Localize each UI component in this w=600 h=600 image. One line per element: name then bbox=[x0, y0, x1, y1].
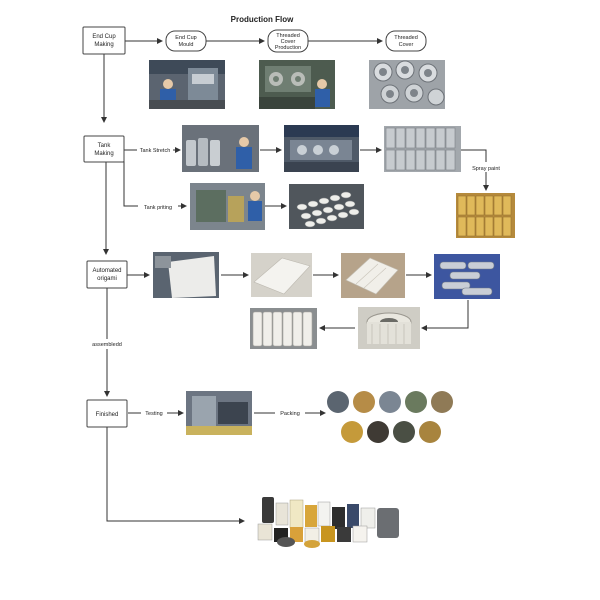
packing-photo-4 bbox=[405, 391, 427, 413]
node-line: Threaded bbox=[394, 35, 418, 41]
photo-tank-printing bbox=[190, 183, 265, 230]
photo-tank-stretch-2 bbox=[284, 125, 359, 172]
node-line: Making bbox=[94, 42, 113, 48]
node-line: Finished bbox=[96, 412, 119, 418]
node-automated-origami: Automated origami bbox=[86, 260, 128, 289]
packing-photo-1 bbox=[327, 391, 349, 413]
photo-filter-element bbox=[358, 307, 420, 349]
packing-photo-5 bbox=[431, 391, 453, 413]
node-threaded-cover-production: Threaded Cover Production bbox=[267, 29, 309, 53]
label-tank-stretch: Tank Stretch bbox=[140, 148, 171, 154]
photo-pleated-paper bbox=[341, 253, 405, 298]
arrow-final-products bbox=[106, 427, 245, 524]
edge-labels: Tank Stretch Tank priting Spray paint as… bbox=[88, 144, 503, 418]
node-end-cup-mould: End Cup Mould bbox=[165, 30, 207, 52]
photo-finished-filters bbox=[257, 497, 399, 548]
packing-photos bbox=[327, 391, 453, 443]
packing-photo-9 bbox=[419, 421, 441, 443]
arrow-spray-paint bbox=[461, 149, 489, 191]
photo-painted-tanks bbox=[456, 193, 515, 238]
node-line: Cover bbox=[281, 39, 296, 45]
node-finished: Finished bbox=[86, 399, 128, 428]
photo-tank-stretch-1 bbox=[182, 125, 259, 172]
photo-tank-stack bbox=[384, 126, 461, 172]
photo-paper-roll bbox=[153, 252, 219, 298]
node-line: Tank bbox=[98, 143, 112, 149]
node-line: Making bbox=[94, 151, 113, 157]
node-line: origami bbox=[97, 276, 117, 282]
arrow-origami-5 bbox=[421, 300, 469, 331]
photo-metal-cores bbox=[434, 254, 500, 299]
packing-photo-6 bbox=[341, 421, 363, 443]
label-packing: Packing bbox=[280, 411, 300, 417]
photo-threaded-cover-machine bbox=[259, 60, 335, 109]
photo-printed-tanks bbox=[289, 184, 364, 229]
diagram-title: Production Flow bbox=[231, 15, 294, 24]
node-line: End Cup bbox=[92, 34, 116, 40]
photo-paper-sheet bbox=[251, 253, 312, 297]
label-assembled: assembledd bbox=[92, 342, 122, 348]
node-line: End Cup bbox=[175, 35, 196, 41]
node-line: Production bbox=[275, 45, 301, 51]
label-tank-printing: Tank priting bbox=[144, 205, 172, 211]
node-line: Automated bbox=[92, 268, 121, 274]
packing-photo-7 bbox=[367, 421, 389, 443]
node-tank-making: Tank Making bbox=[83, 135, 125, 163]
node-line: Threaded bbox=[276, 33, 300, 39]
photo-end-cup-press bbox=[149, 60, 225, 109]
label-testing: Testing bbox=[145, 411, 162, 417]
photo-filter-elements-stack bbox=[250, 308, 317, 349]
node-threaded-cover: Threaded Cover bbox=[385, 30, 427, 52]
label-spray-paint: Spray paint bbox=[472, 166, 500, 172]
node-line: Mould bbox=[179, 42, 194, 48]
packing-photo-3 bbox=[379, 391, 401, 413]
packing-photo-8 bbox=[393, 421, 415, 443]
node-line: Cover bbox=[399, 42, 414, 48]
node-end-cup-making: End Cup Making bbox=[82, 26, 126, 55]
photo-testing-station bbox=[186, 391, 252, 435]
packing-photo-2 bbox=[353, 391, 375, 413]
photo-threaded-covers bbox=[369, 60, 445, 109]
arrow-tank-printing bbox=[123, 155, 187, 209]
